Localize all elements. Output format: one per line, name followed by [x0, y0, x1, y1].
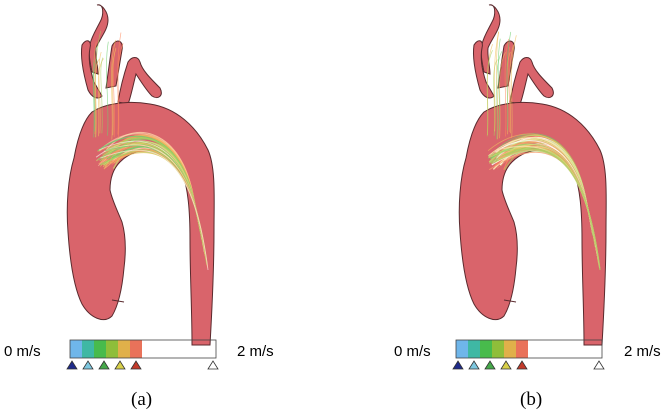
aorta-streamline-render: [452, 4, 607, 370]
colormap-marker-icon: [516, 360, 528, 370]
aorta-vessel: [66, 4, 215, 346]
colormap-marker-icon: [500, 360, 512, 370]
colormap-marker-icon: [82, 360, 94, 370]
colorbar-frame: [455, 339, 603, 359]
scale-min-label: 0 m/s: [394, 343, 431, 360]
aorta-streamline-render: [66, 4, 219, 370]
colormap-segment: [106, 340, 118, 358]
colormap-marker-icon: [66, 360, 78, 370]
colormap-marker-icon: [207, 360, 219, 370]
panel-b: 0 m/s 2 m/s (b): [336, 0, 672, 413]
velocity-colorbar: [66, 339, 219, 370]
colormap-segment: [94, 340, 106, 358]
colormap-segment: [118, 340, 130, 358]
colormap-marker-icon: [452, 360, 464, 370]
colormap-marker-icon: [130, 360, 142, 370]
velocity-streamlines: [92, 30, 209, 271]
velocity-colorbar: [452, 339, 605, 370]
colormap-marker-icon: [468, 360, 480, 370]
velocity-streamlines: [486, 31, 601, 271]
panel-caption: (b): [520, 389, 543, 410]
colormap-segment: [82, 340, 94, 358]
colormap-segment: [492, 340, 504, 358]
scale-max-label: 2 m/s: [237, 343, 274, 360]
colorbar-frame: [69, 339, 217, 359]
colormap-marker-icon: [593, 360, 605, 370]
colormap-segment: [130, 340, 142, 358]
aorta-vessel: [458, 4, 607, 346]
colormap-segment: [504, 340, 516, 358]
scale-min-label: 0 m/s: [4, 343, 41, 360]
colormap-segment: [70, 340, 82, 358]
panel-a: 0 m/s 2 m/s (a): [4, 4, 274, 410]
colormap-segment: [456, 340, 468, 358]
colormap-marker-icon: [114, 360, 126, 370]
colormap-segment: [516, 340, 528, 358]
colormap-segment: [480, 340, 492, 358]
colormap-marker-icon: [98, 360, 110, 370]
panel-caption: (a): [131, 389, 153, 410]
scale-max-label: 2 m/s: [624, 343, 661, 360]
colormap-segment: [468, 340, 480, 358]
colormap-marker-icon: [484, 360, 496, 370]
